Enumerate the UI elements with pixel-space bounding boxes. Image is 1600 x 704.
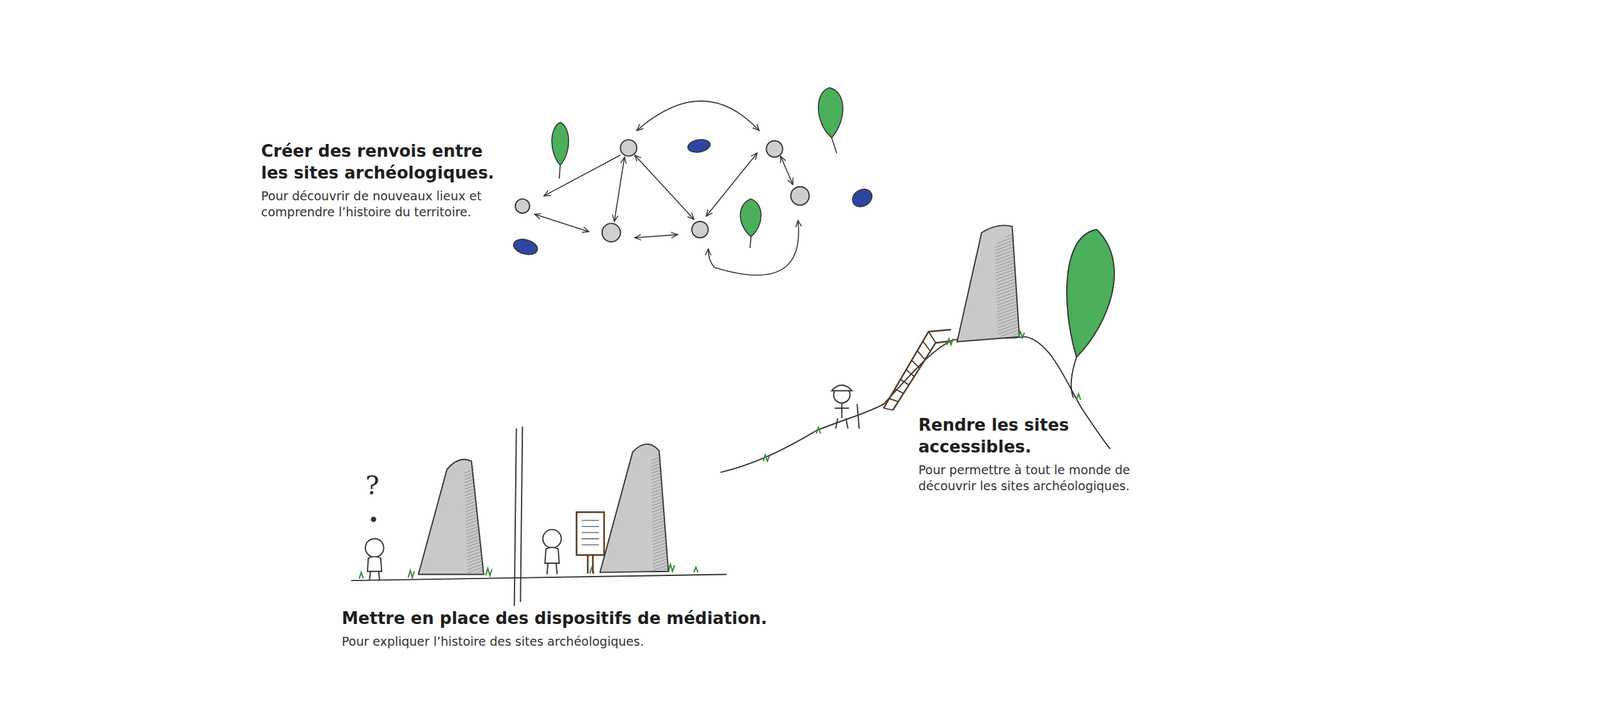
heading: Mettre en place des dispositifs de média… (341, 608, 829, 630)
hill-scene (720, 225, 1115, 473)
heading: Créer des renvois entre les sites archéo… (261, 140, 511, 185)
heading: Rendre les sites accessibles. (918, 414, 1130, 459)
site-network (535, 101, 799, 276)
question-mark: ? (365, 472, 392, 498)
body-text: Pour découvrir de nouveaux lieux et comp… (261, 188, 537, 221)
mediation-scene (351, 426, 728, 607)
body-text: Pour expliquer l’histoire des sites arch… (341, 633, 726, 651)
leaves (512, 87, 876, 257)
body-text: Pour permettre à tout le monde de découv… (918, 462, 1175, 495)
